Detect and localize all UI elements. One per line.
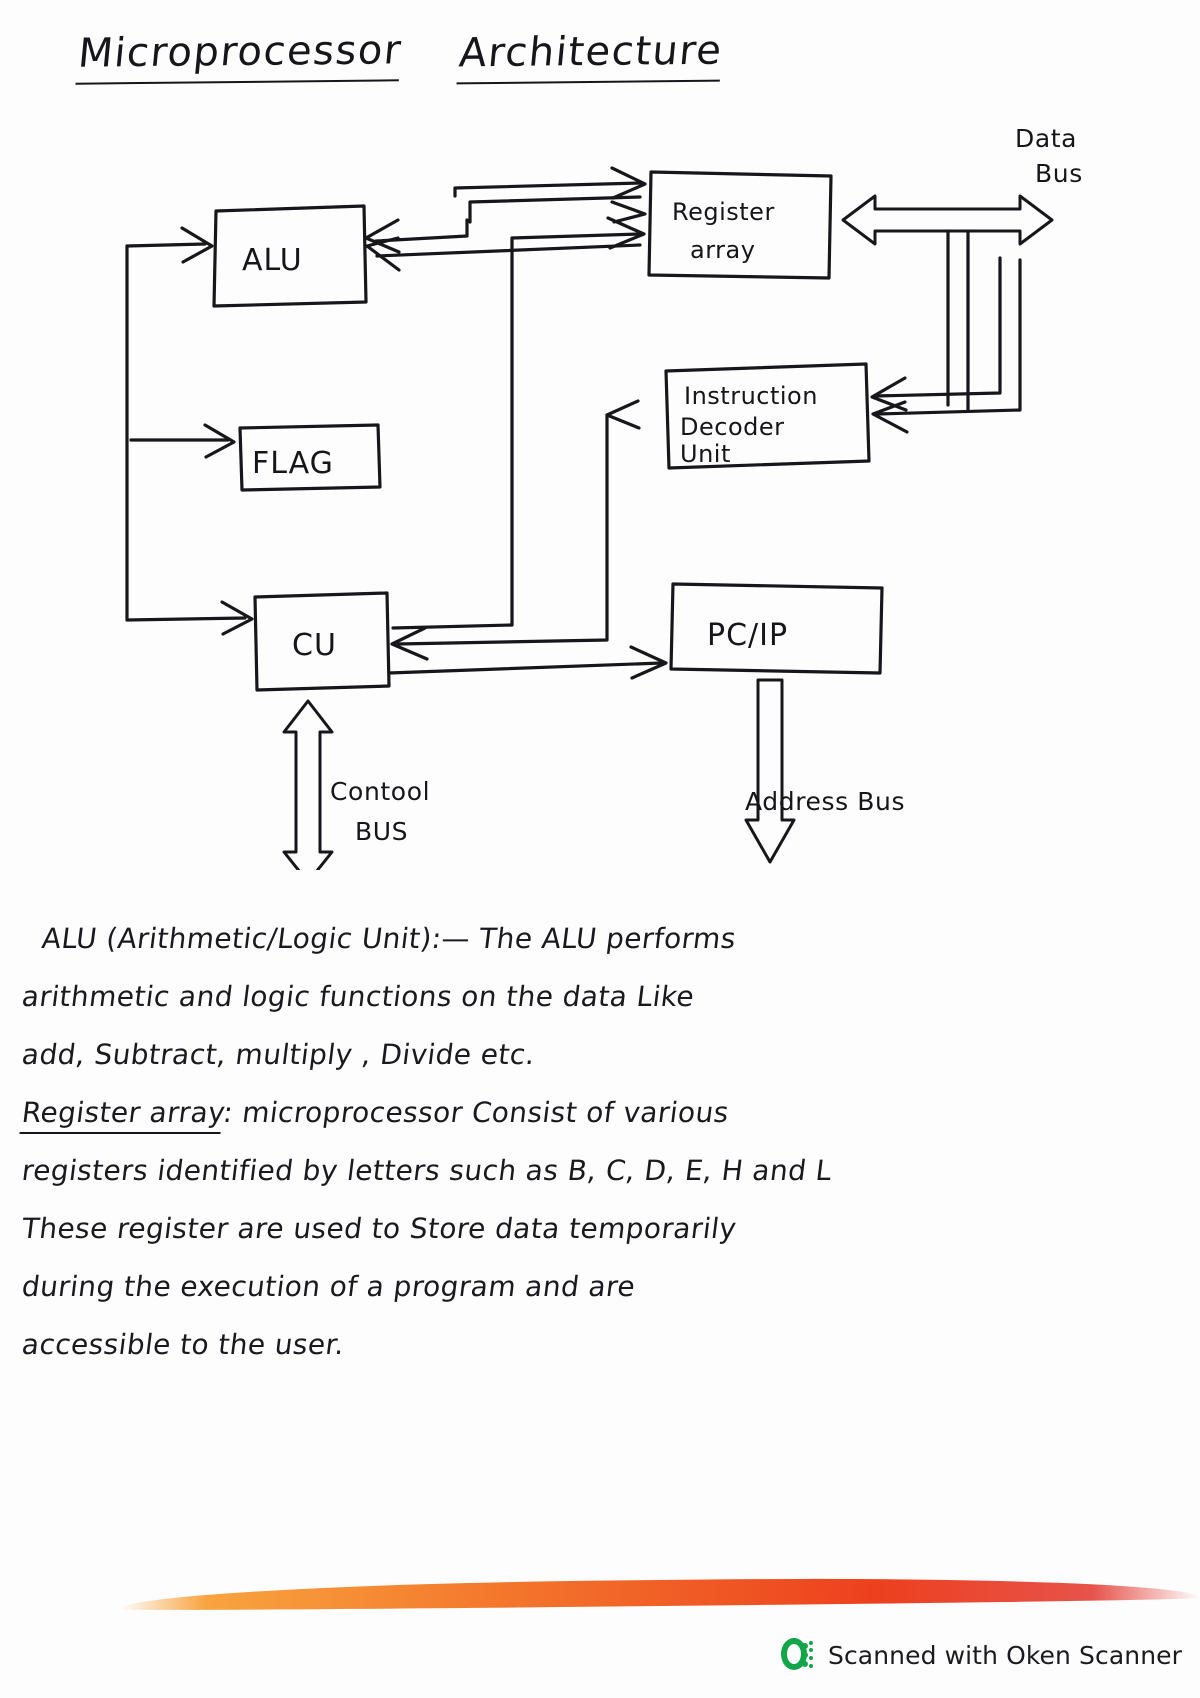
pc-ip-box (669, 582, 884, 675)
register-array-line-4: during the execution of a program and ar… (20, 1270, 638, 1303)
page-title: Microprocessor Architecture (75, 27, 725, 85)
cu-to-register-vertical (510, 232, 642, 627)
cu-box (253, 591, 391, 692)
arrowhead-into-alu-right-b (365, 236, 401, 272)
left-feedback-bus (125, 244, 247, 622)
arrowhead-into-alu (180, 226, 214, 264)
alu-paragraph-line-1: ALU (Arithmetic/Logic Unit):— The ALU pe… (40, 922, 738, 955)
control-bus-hollow-arrow (282, 699, 334, 870)
register-array-box (647, 170, 833, 280)
alu-box-label: ALU (242, 243, 303, 278)
register-array-label-line1: Register (672, 198, 775, 226)
databus-branch-down (873, 256, 1002, 398)
instruction-decoder-label-line2: Decoder (680, 413, 785, 441)
arrowhead-register-from-cu (606, 216, 646, 250)
address-bus-hollow-arrow (744, 678, 796, 864)
arrowhead-into-alu-right-a (364, 218, 401, 254)
databus-branch-down2 (876, 258, 1022, 416)
left-bus-to-alu (125, 242, 207, 248)
orange-swoosh-divider (119, 1574, 1200, 1612)
oken-scanner-logo-icon (780, 1638, 815, 1672)
register-to-alu-return2 (375, 243, 642, 258)
instruction-decoder-label-line1: Instruction (684, 382, 818, 410)
instruction-decoder-label-line3: Unit (680, 440, 731, 468)
microprocessor-architecture-diagram: ALU FLAG CU Register array Instruction D… (0, 110, 1200, 870)
cu-box-label: CU (292, 628, 337, 663)
alu-to-register-top-line (453, 181, 643, 198)
register-array-heading: Register array (19, 1096, 226, 1134)
register-to-alu-return (374, 218, 469, 243)
cu-vertical-to-cu (391, 623, 514, 630)
arrowhead-into-register-b (610, 200, 647, 224)
register-array-heading-rest: : microprocessor Consist of various (221, 1096, 731, 1129)
decoder-to-cu-path (396, 413, 609, 646)
data-bus-label-line1: Data (1015, 124, 1077, 153)
scanner-watermark-footer: Scanned with Oken Scanner (0, 1498, 1200, 1698)
scan-credit-text: Scanned with Oken Scanner (827, 1640, 1182, 1670)
arrowhead-into-register-a (610, 166, 647, 200)
flag-box-label: FLAG (252, 446, 334, 481)
register-array-heading-line: Register array: microprocessor Consist o… (0, 1096, 1200, 1134)
arrowhead-into-decoder-left (605, 399, 641, 430)
control-bus-label-line2: BUS (355, 817, 408, 846)
handwritten-notes: ALU (Arithmetic/Logic Unit):— The ALU pe… (0, 922, 1200, 1389)
alu-to-register-second-line (468, 195, 642, 224)
alu-paragraph-line-2: arithmetic and logic functions on the da… (20, 980, 697, 1013)
page-title-word-2: Architecture (456, 28, 725, 85)
arrowhead-into-flag (203, 423, 236, 459)
alu-paragraph-line-3: add, Subtract, multiply , Divide etc. (20, 1038, 537, 1071)
address-bus-label: Address Bus (745, 787, 905, 816)
scan-credit: Scanned with Oken Scanner (780, 1638, 1182, 1672)
register-array-line-3: These register are used to Store data te… (20, 1212, 739, 1245)
arrowhead-into-cu (220, 600, 254, 636)
instruction-decoder-box (664, 362, 871, 470)
register-array-line-5: accessible to the user. (20, 1328, 347, 1361)
register-array-paragraph: Register array: microprocessor Consist o… (0, 1096, 1200, 1361)
register-array-label-line2: array (690, 236, 755, 264)
pc-ip-box-label: PC/IP (707, 618, 788, 653)
cu-to-pcip-line (387, 661, 664, 675)
data-bus-hollow-arrow (841, 194, 1054, 246)
data-bus-label-line2: Bus (1035, 159, 1083, 188)
control-bus-label-line1: Contool (330, 777, 430, 806)
alu-paragraph: ALU (Arithmetic/Logic Unit):— The ALU pe… (0, 922, 1200, 1071)
arrowhead-into-decoder-right-b (871, 400, 909, 434)
page-title-word-1: Microprocessor (75, 27, 404, 85)
register-array-line-2: registers identified by letters such as … (20, 1154, 834, 1187)
alu-box (212, 204, 368, 308)
arrowhead-into-pcip (629, 645, 668, 680)
arrowhead-into-cu-right (390, 626, 429, 661)
flag-box (238, 423, 382, 492)
